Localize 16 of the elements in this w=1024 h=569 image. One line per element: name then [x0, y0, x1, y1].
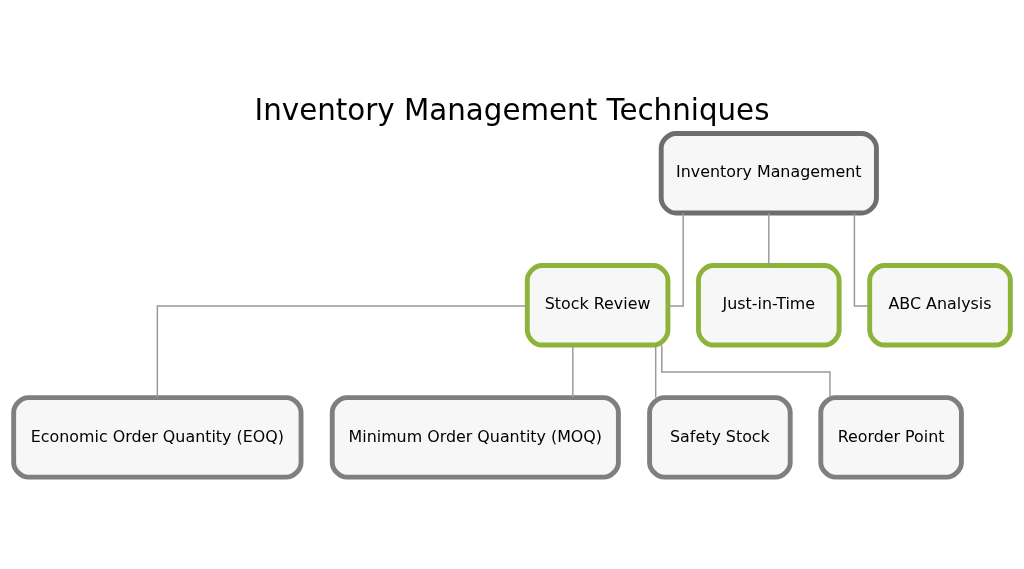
connector — [667, 212, 684, 307]
node-box: Economic Order Quantity (EOQ) — [11, 395, 304, 480]
node-box: Just-in-Time — [696, 263, 842, 348]
diagram-title: Inventory Management Techniques — [254, 93, 770, 128]
connector — [572, 344, 574, 399]
connector — [853, 212, 871, 307]
node-box: Safety Stock — [647, 395, 793, 480]
node-box: Inventory Management — [658, 131, 879, 216]
node-box: Reorder Point — [818, 395, 964, 480]
node-box: Minimum Order Quantity (MOQ) — [329, 395, 621, 480]
connector — [661, 344, 831, 399]
connector — [654, 344, 657, 399]
node-box: ABC Analysis — [867, 263, 1013, 348]
connector — [156, 305, 528, 399]
node-box: Stock Review — [524, 263, 671, 348]
connector — [768, 212, 770, 267]
